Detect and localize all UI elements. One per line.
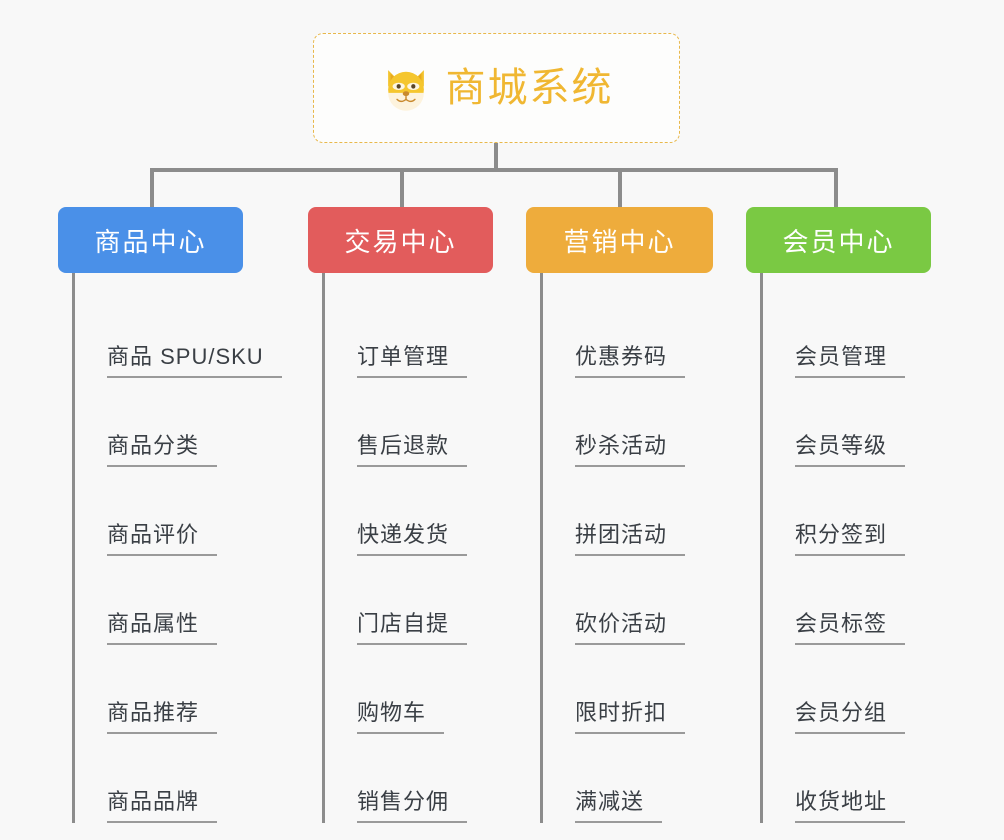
leaf-item[interactable]: 秒杀活动 — [543, 378, 756, 467]
root-title: 商城系统 — [445, 66, 614, 110]
leaf-label: 收货地址 — [795, 789, 906, 823]
leaf-item[interactable]: 购物车 — [325, 645, 538, 734]
leaf-label: 会员等级 — [795, 433, 906, 467]
leaf-label: 积分签到 — [795, 522, 906, 556]
branch-column-member-center: 会员中心 会员管理 会员等级 积分签到 会员标签 会员分组 收货地址 — [746, 207, 976, 823]
leaf-label: 会员管理 — [795, 344, 906, 378]
leaf-label: 拼团活动 — [575, 522, 686, 556]
trunk-drop-connector-3 — [618, 168, 622, 208]
leaf-label: 商品评价 — [107, 522, 218, 556]
leaf-label: 订单管理 — [357, 344, 468, 378]
branch-column-trade-center: 交易中心 订单管理 售后退款 快递发货 门店自提 购物车 销售分佣 — [308, 207, 538, 823]
category-label: 交易中心 — [344, 226, 457, 257]
category-box-trade-center[interactable]: 交易中心 — [308, 207, 493, 273]
leaf-item[interactable]: 商品 SPU/SKU — [75, 289, 288, 378]
leaf-label: 限时折扣 — [575, 700, 686, 734]
leaf-item[interactable]: 会员分组 — [763, 645, 976, 734]
leaf-item[interactable]: 快递发货 — [325, 467, 538, 556]
leaf-label: 售后退款 — [357, 433, 468, 467]
leaf-item[interactable]: 收货地址 — [763, 734, 976, 823]
leaf-label: 商品属性 — [107, 611, 218, 645]
category-box-product-center[interactable]: 商品中心 — [58, 207, 243, 273]
leaf-item[interactable]: 拼团活动 — [543, 467, 756, 556]
branch-column-marketing-center: 营销中心 优惠券码 秒杀活动 拼团活动 砍价活动 限时折扣 满减送 — [526, 207, 756, 823]
leaf-label: 商品品牌 — [107, 789, 218, 823]
leaf-label: 砍价活动 — [575, 611, 686, 645]
leaf-label: 满减送 — [575, 789, 663, 823]
trunk-drop-connector-4 — [834, 168, 838, 208]
leaf-item[interactable]: 商品评价 — [75, 467, 288, 556]
leaf-item[interactable]: 售后退款 — [325, 378, 538, 467]
leaf-label: 会员标签 — [795, 611, 906, 645]
trunk-drop-connector-1 — [150, 168, 154, 208]
leaf-stack-product-center: 商品 SPU/SKU 商品分类 商品评价 商品属性 商品推荐 商品品牌 — [72, 273, 288, 823]
leaf-item[interactable]: 砍价活动 — [543, 556, 756, 645]
leaf-item[interactable]: 门店自提 — [325, 556, 538, 645]
leaf-stack-marketing-center: 优惠券码 秒杀活动 拼团活动 砍价活动 限时折扣 满减送 — [540, 273, 756, 823]
leaf-item[interactable]: 会员等级 — [763, 378, 976, 467]
leaf-item[interactable]: 销售分佣 — [325, 734, 538, 823]
leaf-item[interactable]: 商品分类 — [75, 378, 288, 467]
leaf-label: 商品推荐 — [107, 700, 218, 734]
root-node[interactable]: 商城系统 — [313, 33, 680, 143]
leaf-label: 销售分佣 — [357, 789, 468, 823]
category-box-member-center[interactable]: 会员中心 — [746, 207, 931, 273]
dog-face-icon — [387, 70, 424, 111]
leaf-stack-member-center: 会员管理 会员等级 积分签到 会员标签 会员分组 收货地址 — [760, 273, 976, 823]
category-box-marketing-center[interactable]: 营销中心 — [526, 207, 713, 273]
category-label: 营销中心 — [563, 226, 676, 257]
leaf-label: 快递发货 — [357, 522, 468, 556]
leaf-label: 优惠券码 — [575, 344, 686, 378]
category-label: 会员中心 — [782, 226, 895, 257]
trunk-stem-connector — [494, 143, 498, 171]
leaf-label: 商品分类 — [107, 433, 218, 467]
leaf-item[interactable]: 优惠券码 — [543, 289, 756, 378]
leaf-label: 商品 SPU/SKU — [107, 344, 282, 378]
leaf-item[interactable]: 会员标签 — [763, 556, 976, 645]
leaf-label: 秒杀活动 — [575, 433, 686, 467]
leaf-item[interactable]: 商品品牌 — [75, 734, 288, 823]
leaf-item[interactable]: 订单管理 — [325, 289, 538, 378]
category-label: 商品中心 — [94, 226, 207, 257]
leaf-item[interactable]: 积分签到 — [763, 467, 976, 556]
leaf-item[interactable]: 商品属性 — [75, 556, 288, 645]
leaf-item[interactable]: 限时折扣 — [543, 645, 756, 734]
leaf-label: 会员分组 — [795, 700, 906, 734]
leaf-item[interactable]: 满减送 — [543, 734, 756, 823]
leaf-item[interactable]: 会员管理 — [763, 289, 976, 378]
trunk-bus-connector — [150, 168, 838, 172]
leaf-item[interactable]: 商品推荐 — [75, 645, 288, 734]
branch-column-product-center: 商品中心 商品 SPU/SKU 商品分类 商品评价 商品属性 商品推荐 商品品牌 — [58, 207, 288, 823]
leaf-stack-trade-center: 订单管理 售后退款 快递发货 门店自提 购物车 销售分佣 — [322, 273, 538, 823]
trunk-drop-connector-2 — [400, 168, 404, 208]
leaf-label: 门店自提 — [357, 611, 468, 645]
leaf-label: 购物车 — [357, 700, 445, 734]
